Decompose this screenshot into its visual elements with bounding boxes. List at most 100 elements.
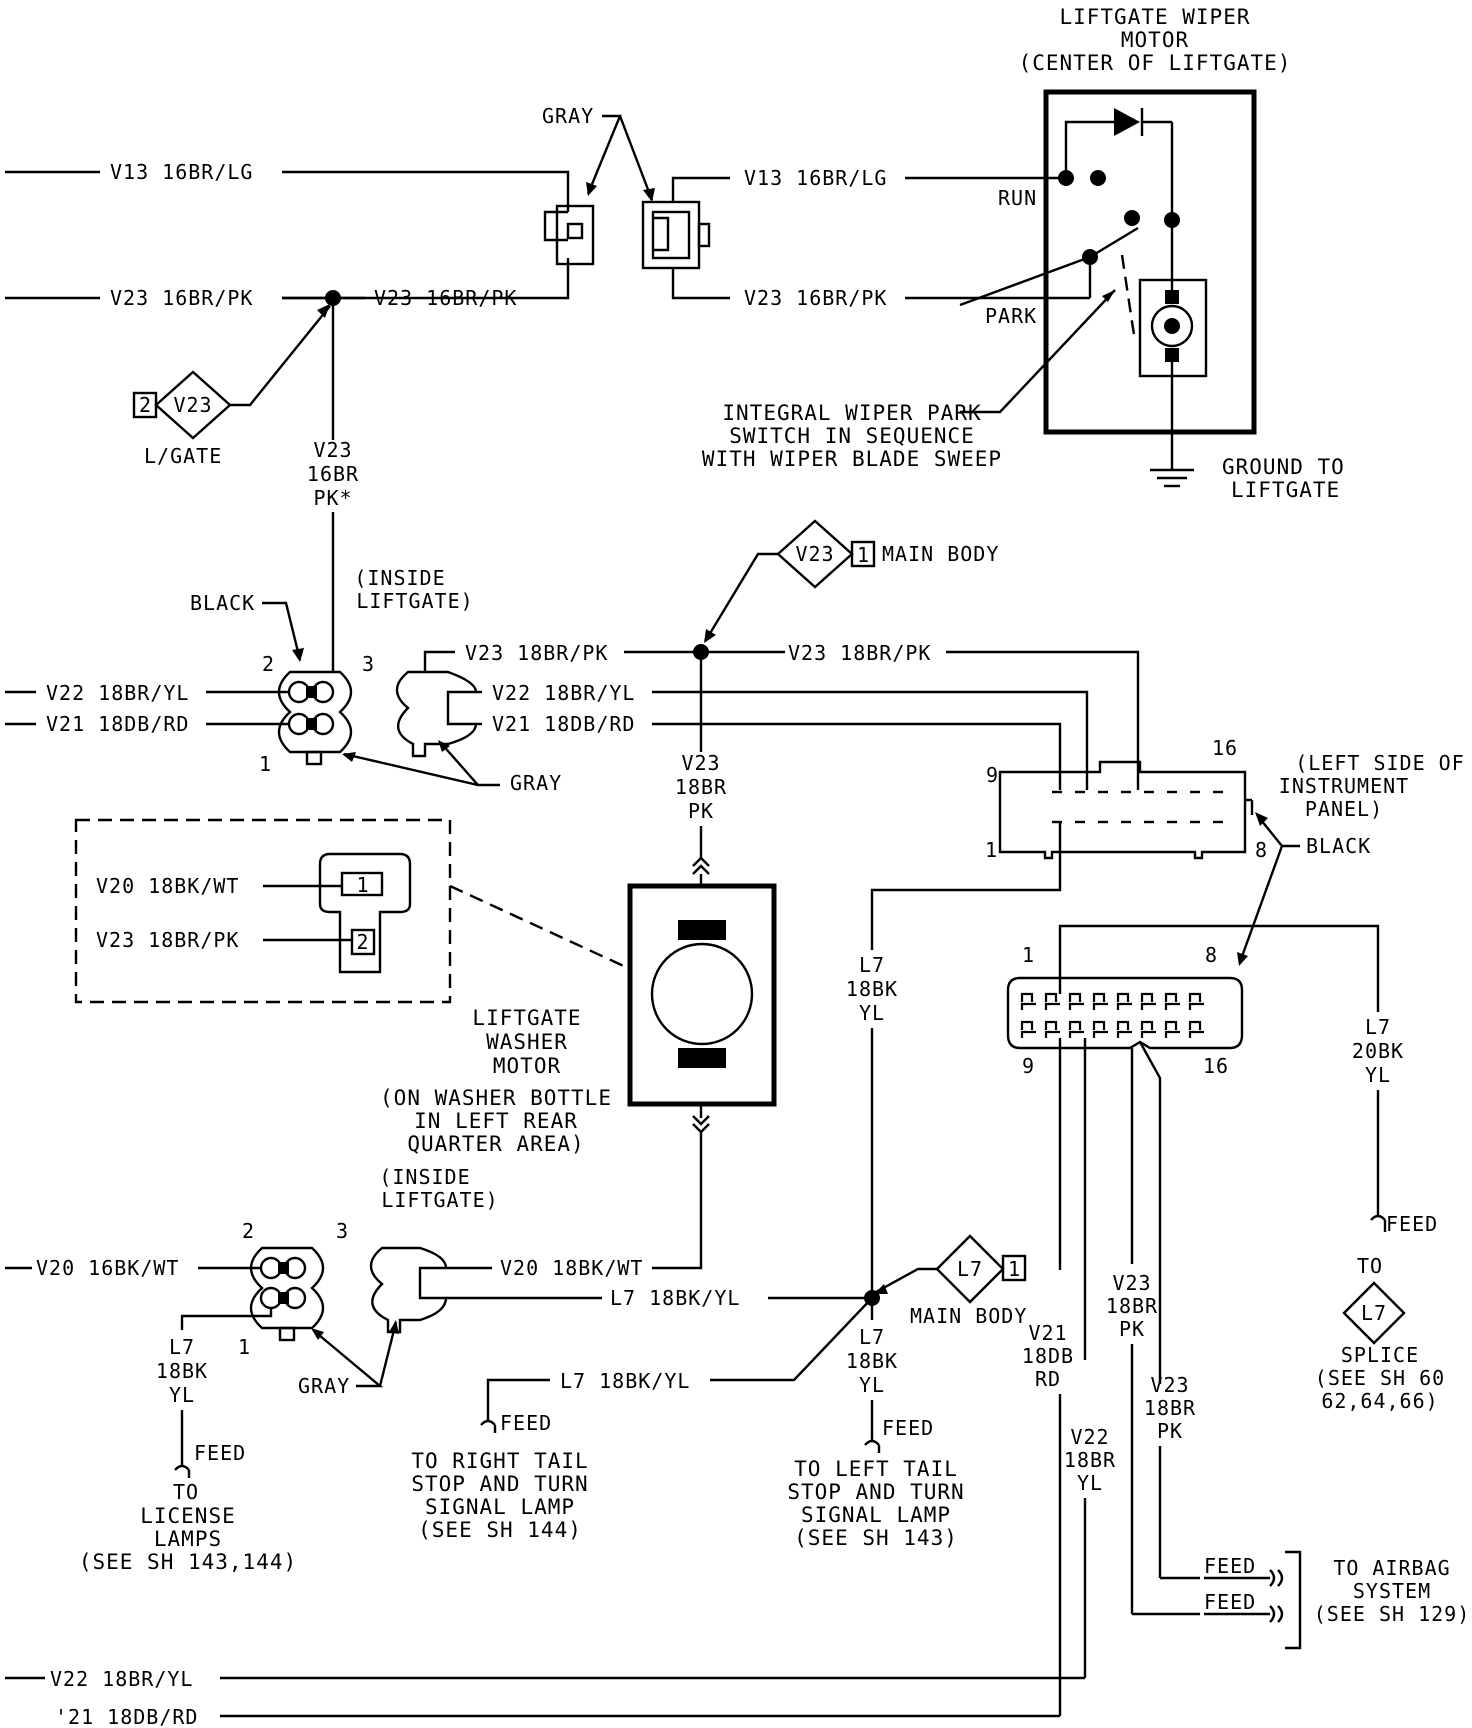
l-gate-label: L/GATE xyxy=(144,444,222,468)
svg-text:L7: L7 xyxy=(169,1335,195,1359)
diode-icon xyxy=(1064,108,1174,220)
wire-v22-left-label: V22 18BR/YL xyxy=(46,681,189,705)
svg-text:18BR: 18BR xyxy=(675,775,727,799)
connector-pins-upper xyxy=(1052,790,1223,824)
splice-dest: SPLICE (SEE SH 60 62,64,66) xyxy=(1315,1343,1445,1413)
splice-ref: L7 xyxy=(1342,1281,1406,1345)
svg-text:62,64,66): 62,64,66) xyxy=(1321,1389,1438,1413)
svg-text:L7: L7 xyxy=(1365,1015,1391,1039)
svg-text:16: 16 xyxy=(1203,1054,1229,1078)
svg-text:3: 3 xyxy=(336,1219,349,1243)
svg-text:V22: V22 xyxy=(1070,1425,1109,1449)
svg-text:PANEL): PANEL) xyxy=(1305,797,1383,821)
feed-label-license: FEED xyxy=(194,1441,246,1465)
svg-text:TO LEFT TAIL: TO LEFT TAIL xyxy=(794,1457,958,1481)
svg-text:9: 9 xyxy=(1022,1054,1035,1078)
connector-pins-lower xyxy=(1020,992,1204,1038)
feed-label-airbag-2: FEED xyxy=(1204,1590,1256,1614)
wire-l7-mid-label: L7 18BK/YL xyxy=(610,1286,740,1310)
main-body-label-top: MAIN BODY xyxy=(882,542,999,566)
svg-text:1: 1 xyxy=(259,752,272,776)
svg-text:3: 3 xyxy=(362,652,375,676)
ground-icon xyxy=(1150,468,1194,488)
svg-text:18DB: 18DB xyxy=(1022,1344,1074,1368)
svg-text:YL: YL xyxy=(1365,1063,1391,1087)
svg-text:TO RIGHT TAIL: TO RIGHT TAIL xyxy=(411,1449,588,1473)
svg-text:(SEE SH 60: (SEE SH 60 xyxy=(1315,1366,1445,1390)
svg-text:STOP AND TURN: STOP AND TURN xyxy=(787,1480,964,1504)
instrument-panel-connector-upper xyxy=(998,760,1254,860)
gray-label-mid: GRAY xyxy=(510,771,562,795)
v23-16br-pk-label: V23 16BR PK* xyxy=(307,438,359,510)
wire-v13-left-label: V13 16BR/LG xyxy=(110,160,253,184)
svg-text:(INSIDE: (INSIDE xyxy=(379,1165,470,1189)
switch-contact xyxy=(1124,210,1140,226)
svg-text:STOP AND TURN: STOP AND TURN xyxy=(411,1472,588,1496)
connector-ref-l7-main: L7 1 xyxy=(935,1234,1027,1304)
svg-text:1: 1 xyxy=(1022,943,1035,967)
liftgate-connector-upper-mate xyxy=(395,670,478,758)
svg-text:2: 2 xyxy=(139,393,152,417)
svg-text:INSTRUMENT: INSTRUMENT xyxy=(1279,774,1409,798)
svg-text:LIFTGATE: LIFTGATE xyxy=(472,1006,581,1030)
svg-text:1: 1 xyxy=(1008,1257,1021,1281)
feed-label-airbag-1: FEED xyxy=(1204,1554,1256,1578)
v22-18br-yl-label: V22 18BR YL xyxy=(1064,1425,1115,1495)
svg-text:1: 1 xyxy=(857,543,870,567)
svg-text:8: 8 xyxy=(1205,943,1218,967)
wire-v21-bottom-label: '21 18DB/RD xyxy=(55,1705,198,1728)
park-label: PARK xyxy=(985,304,1037,328)
l7-20bk-yl-label: L7 20BK YL xyxy=(1352,1015,1403,1087)
svg-text:IN LEFT REAR: IN LEFT REAR xyxy=(414,1109,578,1133)
svg-text:18BK: 18BK xyxy=(846,977,898,1001)
svg-text:V21: V21 xyxy=(1028,1321,1067,1345)
svg-text:1: 1 xyxy=(985,838,998,862)
svg-text:TO: TO xyxy=(173,1480,199,1504)
svg-text:2: 2 xyxy=(242,1219,255,1243)
svg-text:LIFTGATE: LIFTGATE xyxy=(1231,478,1340,502)
wire-v23-left-label: V23 16BR/PK xyxy=(110,286,253,310)
svg-text:RD: RD xyxy=(1035,1367,1061,1391)
washer-connector-inset xyxy=(74,818,452,1004)
svg-text:18BR: 18BR xyxy=(1144,1396,1196,1420)
wire-v22-mid-label: V22 18BR/YL xyxy=(492,681,635,705)
gray-label-top: GRAY xyxy=(542,104,594,128)
wiper-motor-box xyxy=(1043,89,1257,435)
ground-label: GROUND TO xyxy=(1222,455,1345,479)
washer-connector-face: 1 2 xyxy=(318,852,412,974)
wire-v20-inset-label: V20 18BK/WT xyxy=(96,874,239,898)
park-note: INTEGRAL WIPER PARK SWITCH IN SEQUENCE W… xyxy=(702,401,1002,471)
svg-text:2: 2 xyxy=(262,652,275,676)
washer-motor-label: LIFTGATE WASHER MOTOR xyxy=(472,1006,581,1078)
run-contact-2 xyxy=(1090,170,1106,186)
svg-text:LIFTGATE): LIFTGATE) xyxy=(381,1188,498,1212)
wire-v23-right-label: V23 16BR/PK xyxy=(744,286,887,310)
svg-text:YL: YL xyxy=(859,1001,885,1025)
feed-label-right-tail: FEED xyxy=(500,1411,552,1435)
svg-text:16BR: 16BR xyxy=(307,462,359,486)
v23-18br-pk-label-right1: V23 18BR PK xyxy=(1106,1271,1157,1341)
main-body-label-bottom: MAIN BODY xyxy=(910,1304,1027,1328)
svg-text:PK: PK xyxy=(1119,1317,1145,1341)
svg-text:(SEE SH 143,144): (SEE SH 143,144) xyxy=(79,1550,297,1574)
liftgate-connector-upper xyxy=(277,670,353,766)
svg-text:L7: L7 xyxy=(859,953,885,977)
svg-text:(SEE SH 144): (SEE SH 144) xyxy=(418,1518,582,1542)
svg-text:9: 9 xyxy=(986,763,999,787)
svg-text:L7: L7 xyxy=(957,1257,983,1281)
wiper-motor-icon xyxy=(1150,304,1194,348)
wire-v20-left-label: V20 16BK/WT xyxy=(36,1256,179,1280)
svg-text:WASHER: WASHER xyxy=(486,1030,568,1054)
svg-text:LAMPS: LAMPS xyxy=(154,1527,222,1551)
liftgate-connector-lower-mate xyxy=(369,1246,448,1334)
svg-text:(CENTER OF LIFTGATE): (CENTER OF LIFTGATE) xyxy=(1019,51,1292,75)
svg-text:YL: YL xyxy=(859,1373,885,1397)
v21-18db-rd-label: V21 18DB RD xyxy=(1022,1321,1074,1391)
svg-text:V23: V23 xyxy=(1112,1271,1151,1295)
svg-text:(SEE SH 143): (SEE SH 143) xyxy=(794,1526,958,1550)
svg-text:PK: PK xyxy=(1157,1419,1183,1443)
inside-liftgate-label-top: (INSIDE LIFTGATE) xyxy=(354,566,472,613)
svg-text:V23: V23 xyxy=(681,751,720,775)
svg-text:WITH WIPER BLADE SWEEP: WITH WIPER BLADE SWEEP xyxy=(702,447,1002,471)
